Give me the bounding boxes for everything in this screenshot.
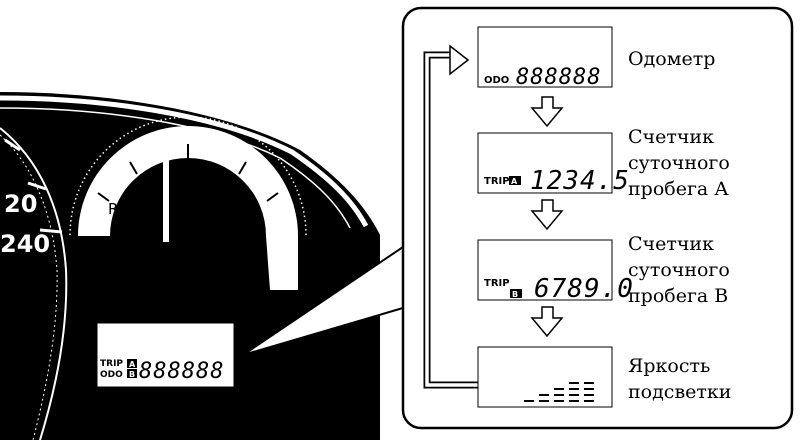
down-arrow-icon — [530, 199, 564, 231]
caption-line: пробега А — [628, 178, 729, 200]
fuel-pump-icon — [231, 208, 253, 221]
speed-label-20: 20 — [4, 190, 37, 218]
odo-digits: 888888 — [516, 65, 601, 90]
screen-trip-a: TRIP A 1234.5 — [477, 132, 630, 196]
cluster-trip-label: TRIP — [100, 359, 123, 369]
caption-line: суточного — [628, 152, 730, 174]
cluster-digits: 888888 — [139, 359, 224, 384]
fuel-needle — [163, 150, 169, 242]
brightness-level-bars — [524, 382, 594, 402]
cluster-badge-b-label: B — [129, 370, 135, 379]
down-arrow-icon — [530, 96, 564, 128]
speed-tick — [27, 181, 47, 191]
screen-odometer: ODO 888888 — [477, 26, 613, 90]
trip-a-lcd — [477, 132, 613, 194]
brightness-lcd — [477, 346, 613, 408]
trip-b-badge — [510, 289, 522, 298]
caption-line: пробега В — [628, 285, 729, 307]
cluster-rim — [0, 95, 369, 228]
cluster-odo-label: ODO — [100, 370, 123, 380]
fuel-outer-scale — [69, 116, 307, 236]
fuel-tick — [129, 161, 138, 175]
caption-line: Счетчик — [628, 126, 714, 148]
fuel-tick — [97, 192, 110, 202]
fuel-label-reserve: R — [108, 200, 118, 218]
trip-a-tag: TRIP — [484, 176, 510, 187]
cluster-display: TRIP ODO A B 888888 — [96, 322, 235, 388]
caption-line: подсветки — [628, 381, 732, 403]
trip-a-badge-label: A — [511, 177, 518, 186]
caption-line: Одометр — [628, 48, 716, 70]
trip-b-lcd — [477, 239, 613, 301]
return-arrow — [423, 44, 478, 389]
speedometer-ticks — [0, 134, 58, 440]
trip-b-digits: 6789.0 — [534, 274, 634, 304]
cluster-badge-a-label: A — [129, 360, 136, 369]
caption-odometer: Одометр — [628, 46, 715, 72]
speedometer-edge — [0, 127, 68, 440]
caption-trip-a: Счетчик суточного пробега А — [628, 124, 730, 202]
odo-lcd — [477, 26, 613, 88]
screen-brightness — [477, 346, 613, 408]
instrument-cluster: 20 240 R 1/2 1/1 — [0, 92, 380, 440]
screen-trip-b: TRIP B 6789.0 — [477, 239, 634, 304]
cluster-badge-b — [127, 369, 137, 378]
speed-tick — [39, 228, 63, 234]
trip-b-tag: TRIP — [484, 278, 510, 289]
panel-frame — [401, 6, 794, 430]
trip-a-digits: 1234.5 — [530, 166, 630, 196]
fuel-gauge: R 1/2 1/1 — [69, 116, 307, 290]
speedometer: 20 240 — [0, 127, 68, 440]
cluster-lcd — [96, 322, 235, 388]
cluster-badge-a — [127, 359, 137, 368]
caption-line: Счетчик — [628, 233, 714, 255]
fuel-tick — [266, 192, 279, 202]
speed-label-240: 240 — [0, 230, 50, 258]
caption-line: Яркость — [628, 355, 711, 377]
caption-line: суточного — [628, 259, 730, 281]
fuel-label-full: 1/1 — [206, 198, 230, 216]
fuel-tick — [238, 161, 247, 175]
mode-panel: ODO 888888 TRIP A 1234.5 TRIP B 6789.0 — [401, 6, 794, 430]
caption-brightness: Яркость подсветки — [628, 353, 731, 405]
trip-a-badge — [509, 176, 521, 185]
speed-tick — [4, 138, 21, 152]
down-arrow-icon — [530, 306, 564, 338]
caption-trip-b: Счетчик суточного пробега В — [628, 231, 730, 309]
trip-b-badge-label: B — [512, 290, 518, 299]
odo-tag: ODO — [484, 75, 509, 86]
